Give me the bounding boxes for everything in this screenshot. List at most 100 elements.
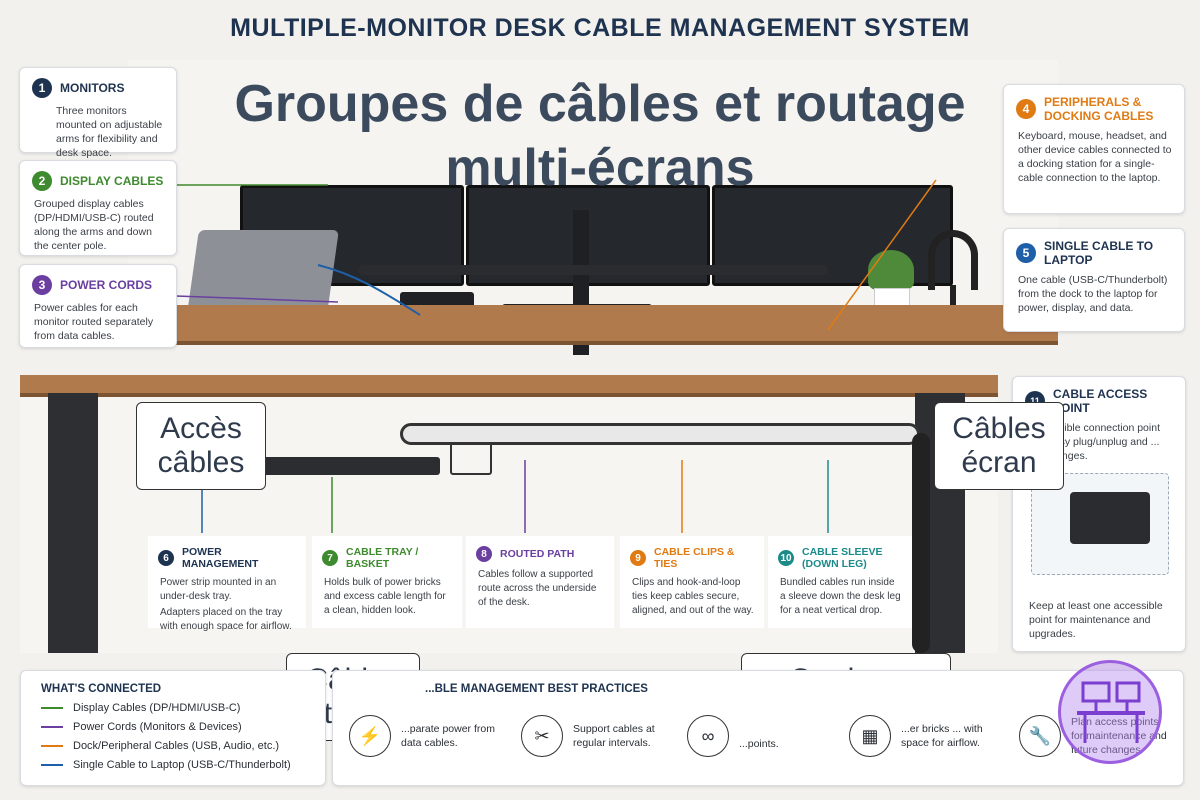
card-body: Clips and hook-and-loop ties keep cables… (632, 577, 754, 616)
number-badge: 2 (32, 171, 52, 191)
best-practice-item: ∞ ...points. (687, 715, 837, 757)
card-header: 3 POWER CORDS (32, 275, 164, 295)
card-header: 7 CABLE TRAY / BASKET (322, 546, 452, 570)
clip-icon: ✂ (521, 715, 563, 757)
brick-icon: ▦ (849, 715, 891, 757)
card-display-cables: 2 DISPLAY CABLES Grouped display cables (… (19, 160, 177, 256)
tie-icon: ∞ (687, 715, 729, 757)
number-badge: 9 (630, 550, 646, 566)
number-badge: 1 (32, 78, 52, 98)
callout-acces-cables: Accès câbles (136, 402, 266, 490)
legend-whats-connected: WHAT'S CONNECTED Display Cables (DP/HDMI… (20, 670, 326, 786)
desk-surface (128, 305, 1058, 345)
best-practice-item: ▦ ...er bricks ... with space for airflow… (849, 715, 1009, 757)
card-title: CABLE ACCESS POINT (1053, 387, 1148, 415)
card-title: CABLE CLIPS & TIES (654, 546, 735, 570)
card-title: POWER MANAGEMENT (182, 546, 259, 570)
card-title: SINGLE CABLE TO LAPTOP (1044, 239, 1154, 267)
card-routed-path: 8 ROUTED PATH Cables follow a supported r… (466, 536, 614, 628)
callout-cables-ecran: Câbles écran (934, 402, 1064, 490)
card-peripherals-docking: 4 PERIPHERALS & DOCKING CABLES Keyboard, … (1003, 84, 1185, 214)
legend-label: Dock/Peripheral Cables (USB, Audio, etc.… (73, 740, 280, 752)
card-power-management: 6 POWER MANAGEMENT Power strip mounted in… (148, 536, 306, 632)
card-header: 9 CABLE CLIPS & TIES (630, 546, 754, 570)
plug-icon: ⚡ (349, 715, 391, 757)
card-cable-sleeve: 10 CABLE SLEEVE (DOWN LEG) Bundled cables… (768, 536, 912, 628)
best-practices-panel: ...BLE MANAGEMENT BEST PRACTICES ⚡ ...par… (332, 670, 1184, 786)
card-body: Bundled cables run inside a sleeve down … (780, 577, 901, 616)
legend-label: Single Cable to Laptop (USB-C/Thunderbol… (73, 759, 291, 771)
desk-underside (20, 375, 998, 397)
card-title: CABLE SLEEVE (DOWN LEG) (802, 546, 883, 570)
card-header: 4 PERIPHERALS & DOCKING CABLES (1016, 95, 1172, 123)
legend-swatch (41, 707, 63, 709)
card-title: CABLE TRAY / BASKET (346, 546, 419, 570)
number-badge: 10 (778, 550, 794, 566)
best-practice-text: ...points. (739, 738, 779, 750)
card-body: Power strip mounted in an under-desk tra… (160, 577, 277, 602)
card-title: MONITORS (60, 81, 125, 95)
card-body: Power cables for each monitor routed sep… (34, 302, 154, 342)
card-title: PERIPHERALS & DOCKING CABLES (1044, 95, 1154, 123)
legend-item: Display Cables (DP/HDMI/USB-C) (41, 702, 305, 714)
card-cable-clips: 9 CABLE CLIPS & TIES Clips and hook-and-l… (620, 536, 764, 628)
wrench-icon: 🔧 (1019, 715, 1061, 757)
plant (868, 250, 914, 290)
number-badge: 4 (1016, 99, 1036, 119)
card-header: 8 ROUTED PATH (476, 546, 604, 562)
number-badge: 6 (158, 550, 174, 566)
best-practices-title: ...BLE MANAGEMENT BEST PRACTICES (425, 683, 648, 695)
card-body: Three monitors mounted on adjustable arm… (56, 105, 163, 159)
card-header: 1 MONITORS (32, 78, 164, 98)
headphones (928, 230, 978, 290)
desk-leg-left (48, 393, 98, 653)
legend-swatch (41, 726, 63, 728)
cable-sleeve (912, 433, 930, 653)
card-header: 6 POWER MANAGEMENT (158, 546, 296, 570)
card-title: ROUTED PATH (500, 548, 575, 560)
card-power-cords: 3 POWER CORDS Power cables for each monit… (19, 264, 177, 348)
card-body: One cable (USB-C/Thunderbolt) from the d… (1018, 274, 1168, 314)
desk-glyph (1077, 681, 1145, 743)
card-header: 10 CABLE SLEEVE (DOWN LEG) (778, 546, 902, 570)
card-body: Keyboard, mouse, headset, and other devi… (1018, 130, 1172, 184)
legend-item: Single Cable to Laptop (USB-C/Thunderbol… (41, 759, 305, 771)
legend-label: Power Cords (Monitors & Devices) (73, 721, 242, 733)
legend-swatch (41, 764, 63, 766)
card-body: Holds bulk of power bricks and excess ca… (324, 577, 446, 616)
power-strip (260, 457, 440, 475)
legend-item: Dock/Peripheral Cables (USB, Audio, etc.… (41, 740, 305, 752)
best-practice-item: ✂ Support cables at regular intervals. (521, 715, 671, 757)
best-practice-text: Support cables at regular intervals. (573, 723, 655, 749)
upper-desk-scene (128, 60, 1058, 355)
card-body-bottom: Keep at least one accessible point for m… (1029, 600, 1163, 640)
desk-logo-icon (1058, 660, 1162, 764)
card-cable-tray: 7 CABLE TRAY / BASKET Holds bulk of power… (312, 536, 462, 628)
card-title: POWER CORDS (60, 278, 153, 292)
card-body: Grouped display cables (DP/HDMI/USB-C) r… (34, 198, 154, 252)
card-header: 2 DISPLAY CABLES (32, 171, 164, 191)
card-header: 5 SINGLE CABLE TO LAPTOP (1016, 239, 1172, 267)
card-monitors: 1 MONITORS Three monitors mounted on adju… (19, 67, 177, 159)
best-practice-text: ...parate power from data cables. (401, 723, 495, 749)
best-practice-item: ⚡ ...parate power from data cables. (349, 715, 509, 757)
card-single-cable-laptop: 5 SINGLE CABLE TO LAPTOP One cable (USB-C… (1003, 228, 1185, 332)
monitor-arm (358, 265, 828, 275)
number-badge: 3 (32, 275, 52, 295)
overlay-title: Groupes de câbles et routage multi-écran… (234, 75, 966, 197)
outlet-illustration (1031, 473, 1169, 575)
main-title: MULTIPLE-MONITOR DESK CABLE MANAGEMENT S… (230, 14, 970, 42)
cable-lines-upper (175, 179, 937, 331)
number-badge: 8 (476, 546, 492, 562)
legend-swatch (41, 745, 63, 747)
card-body-extra: Adapters placed on the tray with enough … (160, 607, 292, 632)
card-title: DISPLAY CABLES (60, 174, 164, 188)
legend-title: WHAT'S CONNECTED (41, 683, 162, 695)
card-body: Cables follow a supported route across t… (478, 569, 597, 608)
number-badge: 7 (322, 550, 338, 566)
best-practice-text: ...er bricks ... with space for airflow. (901, 723, 983, 749)
legend-item: Power Cords (Monitors & Devices) (41, 721, 305, 733)
legend-label: Display Cables (DP/HDMI/USB-C) (73, 702, 241, 714)
outlet-plate (1070, 492, 1150, 544)
number-badge: 5 (1016, 243, 1036, 263)
